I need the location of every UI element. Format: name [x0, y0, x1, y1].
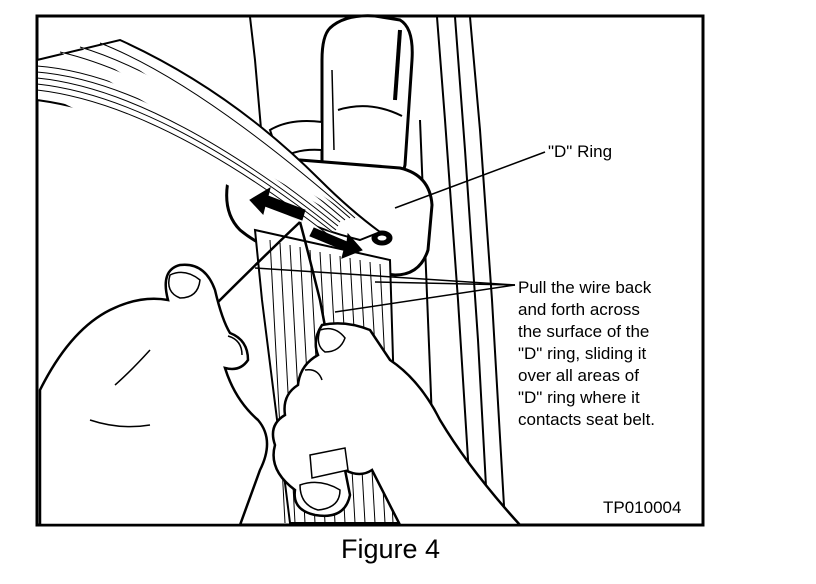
left-hand — [38, 263, 269, 527]
instruction-line: Pull the wire back — [518, 278, 652, 297]
instruction-line: "D" ring, sliding it — [518, 344, 647, 363]
seat-belt-upper-strap — [36, 38, 383, 242]
right-hand — [271, 322, 523, 527]
instruction-line: the surface of the — [518, 322, 650, 341]
instruction-line: "D" ring where it — [518, 388, 640, 407]
back-and-forth-arrows — [249, 186, 363, 259]
leader-lines — [254, 151, 546, 313]
reference-code: TP010004 — [603, 498, 682, 517]
instruction-line: and forth across — [518, 300, 640, 319]
instruction-line: over all areas of — [518, 366, 639, 385]
instruction-line: contacts seat belt. — [518, 410, 656, 429]
wire-instruction-note: Pull the wire back and forth across the … — [518, 277, 655, 431]
d-ring-label: "D" Ring — [548, 142, 613, 161]
figure-caption: Figure 4 — [341, 534, 441, 564]
height-adjuster-knob — [268, 14, 414, 195]
